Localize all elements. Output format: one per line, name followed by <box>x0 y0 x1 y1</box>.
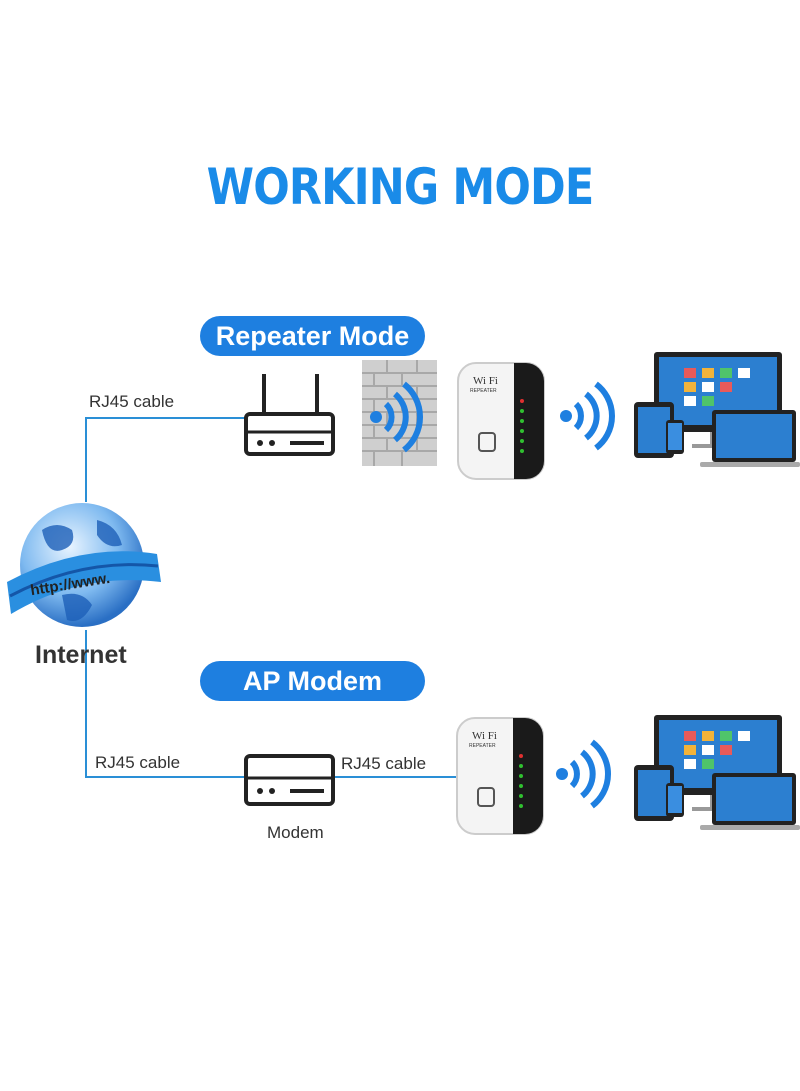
router-icon <box>242 372 337 460</box>
connector-line-bottom-vertical <box>85 630 87 778</box>
repeater-mode-label: Repeater Mode <box>200 316 425 356</box>
globe-icon <box>2 500 162 640</box>
internet-label: Internet <box>35 641 127 669</box>
wifi-signal-icon <box>368 378 423 456</box>
repeater-model: REPEATER <box>470 388 497 394</box>
repeater-brand: Wi Fi <box>472 730 497 742</box>
devices-icon <box>630 350 800 470</box>
ap-modem-label: AP Modem <box>200 661 425 701</box>
wifi-repeater-icon <box>455 716 545 836</box>
repeater-brand: Wi Fi <box>473 375 498 387</box>
cable-label-bottom-left: RJ45 cable <box>95 753 181 772</box>
repeater-model: REPEATER <box>469 743 496 749</box>
page-title: WORKING MODE <box>206 158 595 216</box>
cable-label-bottom-right: RJ45 cable <box>341 754 427 773</box>
connector-line-top-horizontal <box>85 417 245 419</box>
connector-line-top-vertical <box>85 417 87 502</box>
wifi-signal-icon <box>556 380 615 452</box>
connector-line-modem-repeater <box>335 776 460 778</box>
devices-icon <box>630 713 800 833</box>
modem-label: Modem <box>267 823 324 842</box>
wifi-repeater-icon <box>456 361 546 481</box>
connector-line-bottom-horizontal <box>85 776 245 778</box>
cable-label-top: RJ45 cable <box>89 392 175 411</box>
wifi-signal-icon <box>552 738 611 810</box>
modem-icon <box>242 752 337 810</box>
